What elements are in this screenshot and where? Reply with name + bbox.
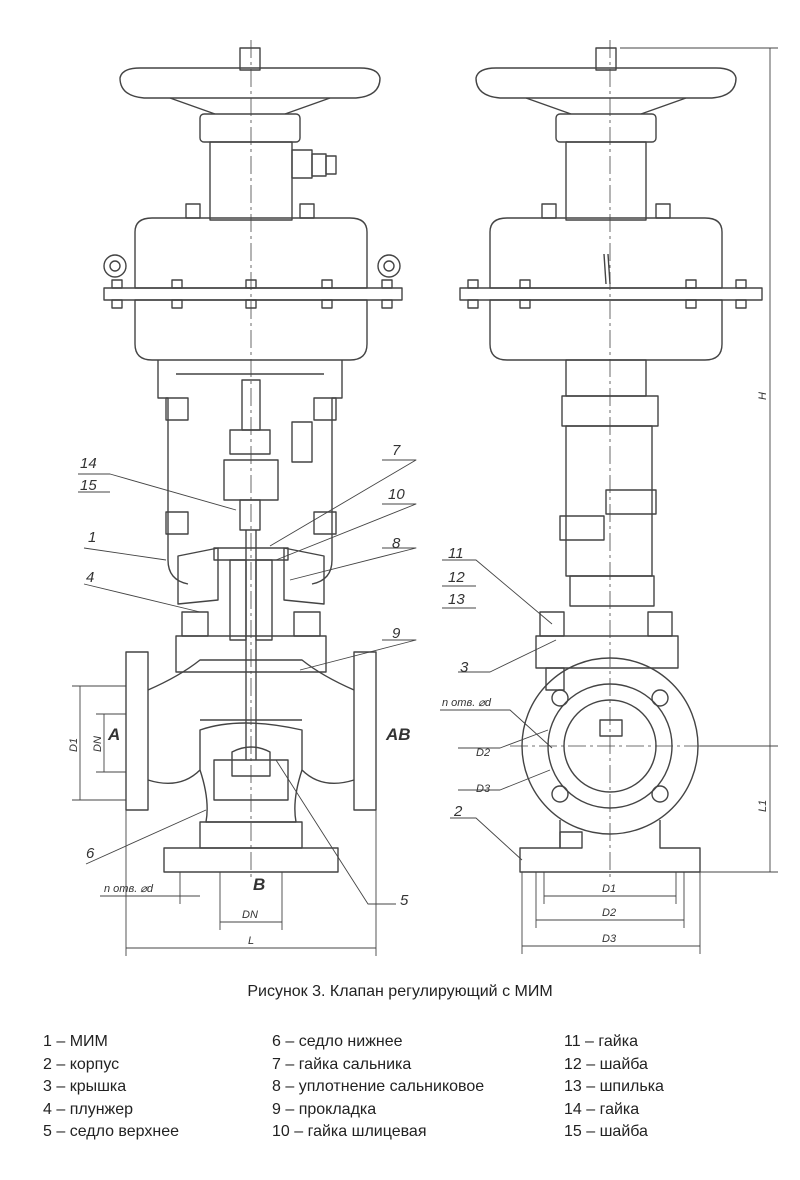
port-ab-label: AB <box>385 725 411 744</box>
dimension-labels: D1 DN n отв. ⌀d DN L n отв. ⌀d D2 D3 D1 … <box>68 392 769 947</box>
dim-d1-bottom: D1 <box>602 883 616 895</box>
lifting-eye-left <box>103 254 127 278</box>
body-base-right <box>519 820 701 873</box>
dim-holes-right: n отв. ⌀d <box>442 697 492 709</box>
yoke-right <box>559 359 659 607</box>
legend-item: 15 – шайба <box>564 1123 648 1140</box>
callout-7: 7 <box>392 442 401 459</box>
callout-labels: 14 15 1 4 7 10 8 9 5 6 11 12 13 3 2 <box>80 442 469 909</box>
side-fitting <box>291 149 337 179</box>
port-b-label: B <box>253 875 265 894</box>
legend-item: 14 – гайка <box>564 1100 640 1118</box>
legend-item: 1 – МИМ <box>43 1033 108 1050</box>
dim-h: H <box>757 392 769 400</box>
yoke-left <box>157 360 343 585</box>
legend-column-1: 1 – МИМ 2 – корпус 3 – крышка 4 – плунже… <box>43 1031 179 1144</box>
dim-dn-bottom: DN <box>242 909 258 921</box>
dim-d3-right: D3 <box>476 783 491 795</box>
dim-d2-bottom: D2 <box>602 907 616 919</box>
actuator-casing-right <box>459 203 763 361</box>
port-a-label: A <box>107 725 120 744</box>
callout-1: 1 <box>88 529 96 546</box>
valve-technical-drawing: 14 15 1 4 7 10 8 9 5 6 11 12 13 3 2 A AB… <box>68 40 778 956</box>
callout-5: 5 <box>400 892 409 909</box>
callout-12: 12 <box>448 569 465 586</box>
legend-item: 6 – седло нижнее <box>272 1033 403 1050</box>
legend-item: 13 – шпилька <box>564 1078 664 1095</box>
front-section-view <box>72 40 417 956</box>
callout-14: 14 <box>80 455 97 472</box>
dim-holes-left: n отв. ⌀d <box>104 883 154 895</box>
callout-11: 11 <box>448 545 464 562</box>
dimensions-left <box>72 685 377 956</box>
callout-15: 15 <box>80 477 97 494</box>
figure-caption: Рисунок 3. Клапан регулирующий с МИМ <box>247 983 553 1000</box>
handwheel-left <box>119 47 381 115</box>
flange-bolts-left <box>111 279 393 309</box>
legend-item: 5 – седло верхнее <box>43 1123 179 1140</box>
lifting-eye-right <box>377 254 401 278</box>
dim-d1-left: D1 <box>68 738 80 752</box>
callout-9: 9 <box>392 625 401 642</box>
dim-l: L <box>248 935 254 947</box>
legend-item: 11 – гайка <box>564 1033 638 1050</box>
callout-3: 3 <box>460 659 469 676</box>
legend-item: 8 – уплотнение сальниковое <box>272 1078 485 1095</box>
callout-6: 6 <box>86 845 95 862</box>
legend-item: 3 – крышка <box>43 1078 127 1095</box>
actuator-casing-left <box>103 203 403 361</box>
legend-column-3: 11 – гайка 12 – шайба 13 – шпилька 14 – … <box>564 1031 664 1144</box>
legend-column-2: 6 – седло нижнее 7 – гайка сальника 8 – … <box>272 1031 484 1144</box>
dim-l1: L1 <box>757 800 769 812</box>
legend-item: 12 – шайба <box>564 1055 648 1073</box>
bonnet-upper <box>199 113 301 143</box>
leader-lines-right <box>440 559 557 861</box>
leader-lines-left <box>78 459 417 905</box>
dim-d3-bottom: D3 <box>602 933 617 945</box>
dimensions-right <box>521 47 778 954</box>
port-labels: A AB B <box>107 725 411 894</box>
legend-item: 2 – корпус <box>43 1055 120 1073</box>
handwheel-right <box>475 47 737 115</box>
callout-4: 4 <box>86 569 94 586</box>
callout-8: 8 <box>392 535 401 552</box>
dim-dn-left: DN <box>92 736 104 752</box>
legend-item: 7 – гайка сальника <box>272 1055 412 1073</box>
bonnet-right <box>535 611 679 691</box>
callout-13: 13 <box>448 591 465 608</box>
side-view <box>440 40 778 954</box>
legend-item: 10 – гайка шлицевая <box>272 1123 427 1140</box>
callout-10: 10 <box>388 486 405 503</box>
legend-item: 9 – прокладка <box>272 1100 377 1118</box>
legend-item: 4 – плунжер <box>43 1100 134 1118</box>
dim-d2-right: D2 <box>476 747 490 759</box>
callout-2: 2 <box>453 803 463 820</box>
